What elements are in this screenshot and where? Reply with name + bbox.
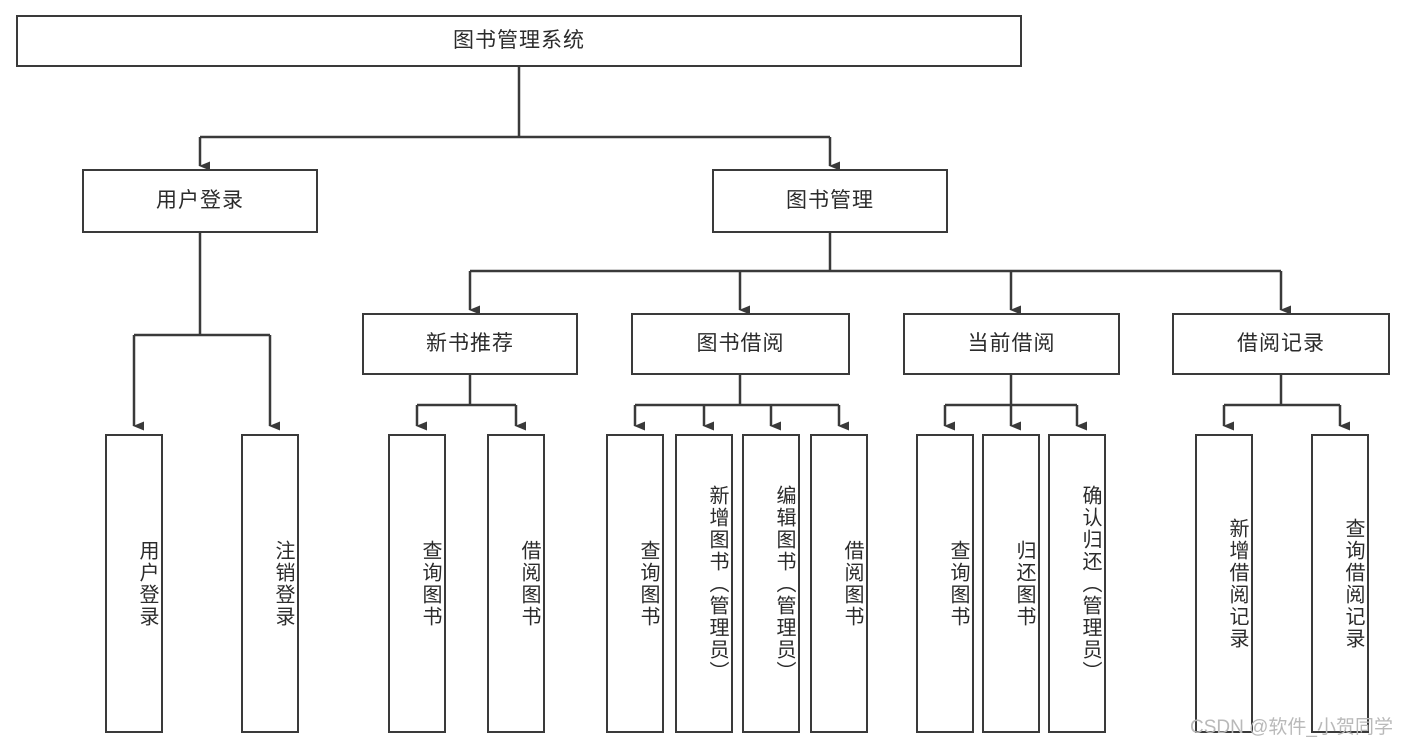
node-book-management[interactable]: 图书管理	[712, 169, 948, 233]
node-label: 图书管理	[786, 189, 874, 213]
leaf-logout-login[interactable]: 注销登录	[241, 434, 299, 733]
leaf-query-book-borrow[interactable]: 查询图书	[606, 434, 664, 733]
node-label: 用户登录	[156, 189, 244, 213]
node-label: 新增图书（管理员）	[706, 484, 728, 683]
node-label: 图书管理系统	[453, 29, 585, 53]
leaf-query-borrow-record[interactable]: 查询借阅记录	[1311, 434, 1369, 733]
leaf-borrow-book-new-recommend[interactable]: 借阅图书	[487, 434, 545, 733]
node-label: 查询图书	[637, 539, 659, 628]
node-new-book-recommend[interactable]: 新书推荐	[362, 313, 578, 375]
node-label: 确认归还（管理员）	[1079, 484, 1101, 683]
node-label: 用户登录	[136, 539, 158, 628]
node-label: 借阅图书	[518, 539, 540, 628]
node-label: 编辑图书（管理员）	[773, 484, 795, 683]
leaf-edit-book[interactable]: 编辑图书（管理员）	[742, 434, 800, 733]
node-borrow-record[interactable]: 借阅记录	[1172, 313, 1390, 375]
leaf-query-book-new-recommend[interactable]: 查询图书	[388, 434, 446, 733]
node-label: 查询借阅记录	[1342, 517, 1364, 650]
node-user-login[interactable]: 用户登录	[82, 169, 318, 233]
node-label: 借阅记录	[1237, 332, 1325, 356]
leaf-return-book[interactable]: 归还图书	[982, 434, 1040, 733]
node-label: 新增借阅记录	[1226, 517, 1248, 650]
leaf-borrow-book-borrow[interactable]: 借阅图书	[810, 434, 868, 733]
node-label: 注销登录	[272, 539, 294, 628]
node-label: 查询图书	[419, 539, 441, 628]
leaf-user-login[interactable]: 用户登录	[105, 434, 163, 733]
node-root-book-management-system[interactable]: 图书管理系统	[16, 15, 1022, 67]
node-label: 查询图书	[947, 539, 969, 628]
node-label: 新书推荐	[426, 332, 514, 356]
node-book-borrow[interactable]: 图书借阅	[631, 313, 850, 375]
leaf-add-book[interactable]: 新增图书（管理员）	[675, 434, 733, 733]
leaf-confirm-return[interactable]: 确认归还（管理员）	[1048, 434, 1106, 733]
node-label: 归还图书	[1013, 539, 1035, 628]
watermark: CSDN @软件_小贺同学	[1190, 717, 1393, 738]
node-label: 图书借阅	[696, 332, 785, 356]
node-current-borrow[interactable]: 当前借阅	[903, 313, 1120, 375]
leaf-query-book-current[interactable]: 查询图书	[916, 434, 974, 733]
leaf-add-borrow-record[interactable]: 新增借阅记录	[1195, 434, 1253, 733]
node-label: 当前借阅	[967, 332, 1056, 356]
node-label: 借阅图书	[841, 539, 863, 628]
